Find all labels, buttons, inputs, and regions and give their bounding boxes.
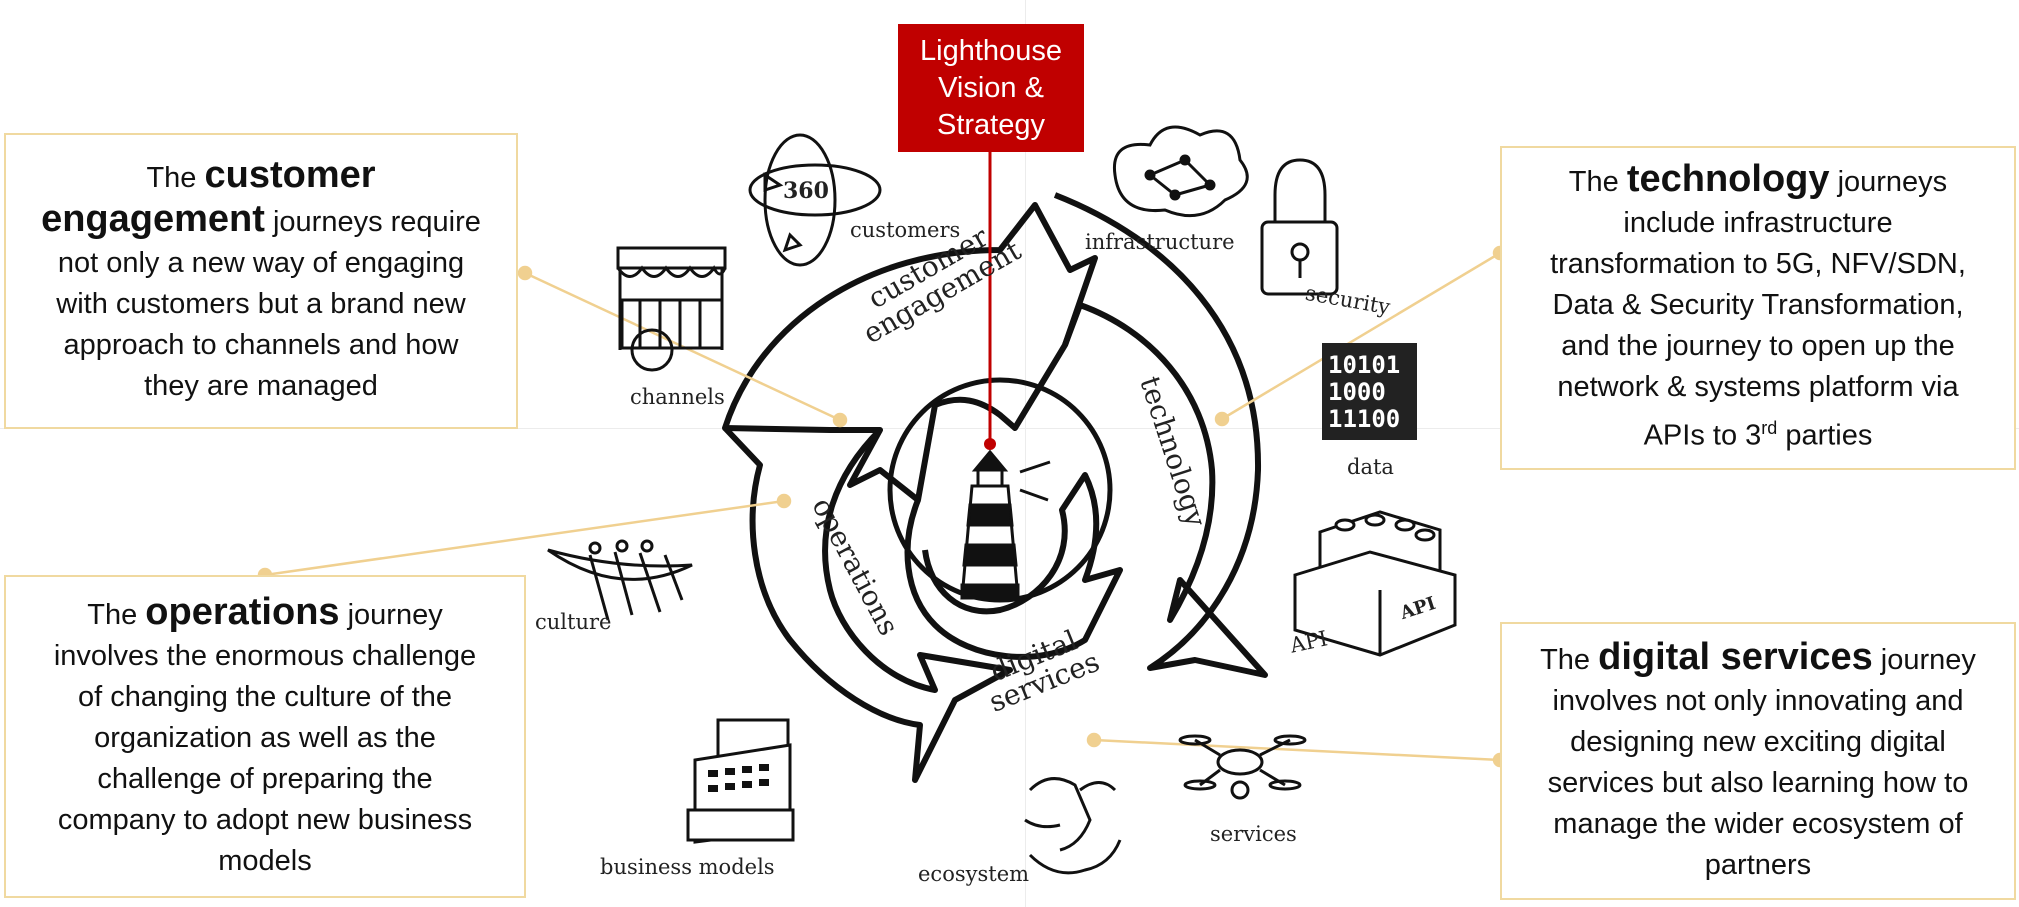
business-models-register-icon bbox=[686, 718, 795, 844]
keyword-operations: operations bbox=[145, 590, 340, 633]
icon-label-ecosystem: ecosystem bbox=[918, 862, 1030, 886]
arrow-digital-services bbox=[904, 472, 1123, 660]
infrastructure-icon bbox=[1112, 125, 1249, 218]
vision-title-line-1: Lighthouse bbox=[920, 34, 1062, 67]
icon-label-business-models: business models bbox=[600, 855, 775, 879]
guide-line-vertical bbox=[1025, 0, 1026, 907]
data-binary-row-3: 11100 bbox=[1328, 405, 1401, 433]
icon-label-culture: culture bbox=[535, 610, 612, 634]
ecosystem-hands-icon bbox=[1024, 777, 1122, 875]
api-bricks-icon bbox=[1293, 510, 1457, 657]
icon-label-services: services bbox=[1210, 822, 1297, 846]
icon-label-customers: customers bbox=[850, 218, 961, 242]
inner-hub-circle bbox=[887, 377, 1113, 603]
operations-box: The operations journey involves the enor… bbox=[4, 575, 526, 898]
keyword-customer: customer bbox=[204, 154, 376, 196]
keyword-digital-services: digital services bbox=[1598, 635, 1873, 678]
culture-canoe-icon bbox=[547, 539, 693, 621]
customers-icon bbox=[748, 133, 882, 267]
keyword-engagement: engagement bbox=[41, 198, 265, 240]
vision-title-line-2: Vision & bbox=[938, 71, 1044, 104]
security-icon bbox=[1260, 158, 1339, 296]
arrow-technology bbox=[1053, 192, 1268, 678]
icon-label-data: data bbox=[1347, 455, 1394, 479]
arrow-operations bbox=[722, 425, 1013, 783]
data-icon bbox=[1322, 343, 1417, 440]
data-binary-row-2: 1000 bbox=[1328, 378, 1386, 406]
vision-title-line-3: Strategy bbox=[937, 108, 1045, 141]
data-binary-text: 10101 1000 11100 bbox=[1328, 352, 1400, 433]
vision-strategy-box: Lighthouse Vision & Strategy bbox=[898, 24, 1084, 152]
customer-engagement-box: The customer engagement journeys require… bbox=[4, 133, 518, 429]
vision-stem-dot bbox=[984, 438, 996, 450]
lighthouse-icon bbox=[960, 449, 1051, 600]
guide-line-horizontal bbox=[0, 428, 2019, 429]
channels-icon bbox=[616, 246, 727, 372]
icon-label-channels: channels bbox=[630, 385, 725, 409]
icon-label-360: 360 bbox=[783, 178, 829, 204]
digital-services-box: The digital services journey involves no… bbox=[1500, 622, 2016, 900]
icon-label-infrastructure: infrastructure bbox=[1085, 230, 1235, 254]
arrow-customer-engagement bbox=[722, 202, 1098, 503]
technology-box: The technology journeys include infrastr… bbox=[1500, 146, 2016, 470]
services-drone-icon bbox=[1178, 734, 1307, 800]
keyword-technology: technology bbox=[1626, 158, 1830, 201]
data-binary-row-1: 10101 bbox=[1328, 351, 1401, 379]
